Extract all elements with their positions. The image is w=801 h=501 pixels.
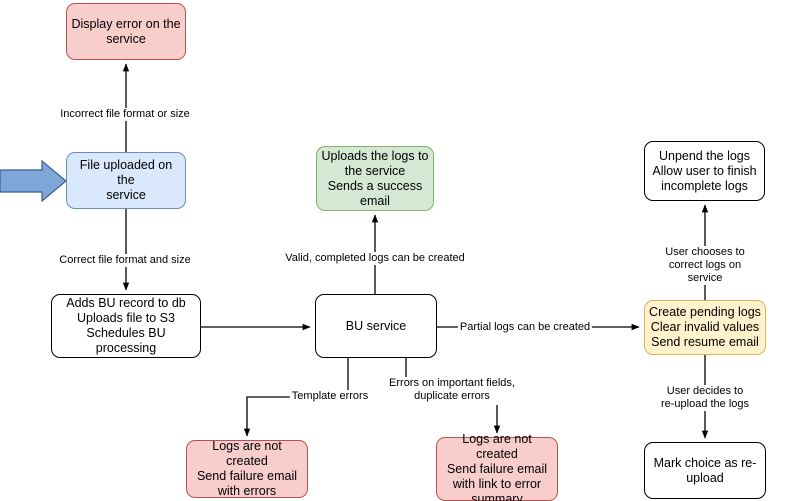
edge-label-user-corrects-logs: User chooses to correct logs on service [657, 246, 753, 285]
node-logs-not-created-error-summary[interactable]: Logs are not created Send failure email … [436, 432, 558, 501]
edge-label-partial-logs: Partial logs can be created [457, 321, 593, 334]
node-logs-not-created-template-errors[interactable]: Logs are not created Send failure email … [186, 439, 308, 498]
node-bu-service[interactable]: BU service [315, 294, 437, 358]
node-display-error[interactable]: Display error on the service [66, 3, 186, 60]
edge-label-correct-file-format: Correct file format and size [57, 254, 193, 267]
node-uploads-logs-success[interactable]: Uploads the logs to the service Sends a … [316, 146, 434, 211]
edge-label-errors-important-fields: Errors on important fields, duplicate er… [387, 377, 517, 403]
edge-label-template-errors: Template errors [289, 390, 371, 403]
node-file-uploaded-on-service[interactable]: File uploaded on the service [66, 152, 186, 209]
entry-block-arrow [0, 159, 67, 203]
edge-label-valid-completed-logs: Valid, completed logs can be created [283, 252, 467, 265]
edge-label-incorrect-file-format: Incorrect file format or size [58, 108, 192, 121]
node-unpend-logs[interactable]: Unpend the logs Allow user to finish inc… [644, 141, 765, 201]
node-mark-choice-as-reupload[interactable]: Mark choice as re- upload [644, 442, 766, 499]
node-adds-bu-record[interactable]: Adds BU record to db Uploads file to S3 … [51, 294, 201, 358]
node-create-pending-logs[interactable]: Create pending logs Clear invalid values… [644, 300, 766, 355]
edge-label-user-reupload-logs: User decides to re-upload the logs [657, 385, 753, 411]
